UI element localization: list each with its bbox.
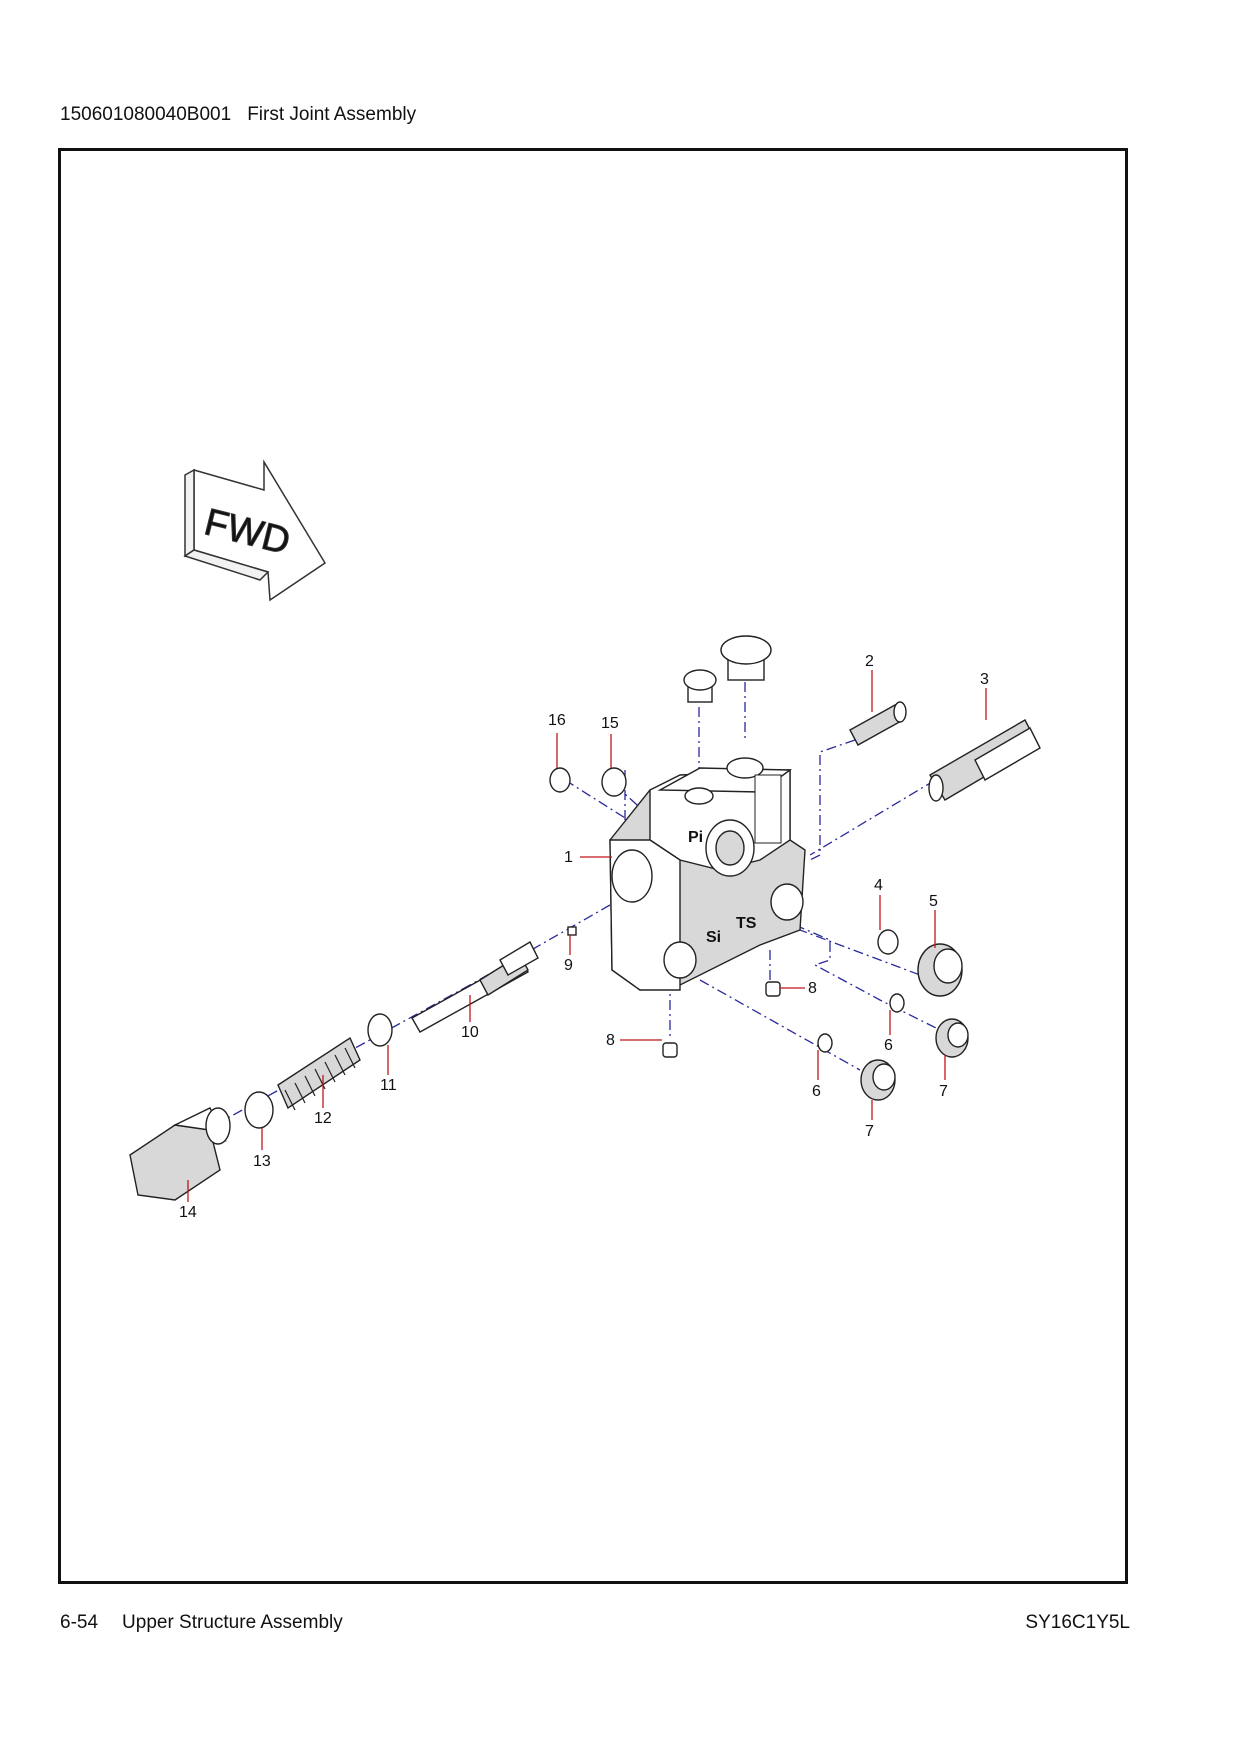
callout-1: 1 bbox=[564, 849, 573, 866]
port-label-si: Si bbox=[706, 929, 721, 946]
spool-10 bbox=[411, 941, 539, 1033]
callout-7-upper: 7 bbox=[939, 1083, 948, 1100]
callout-14: 14 bbox=[179, 1204, 197, 1221]
callout-6-upper: 6 bbox=[884, 1037, 893, 1054]
o-ring-6-lower bbox=[817, 1033, 833, 1053]
callout-8-upper: 8 bbox=[808, 980, 817, 997]
page-number: 6-54 bbox=[60, 1612, 99, 1633]
plug-7-upper bbox=[935, 1018, 969, 1058]
callout-16: 16 bbox=[548, 712, 566, 729]
plug-8-upper bbox=[765, 981, 781, 997]
model-code: SY16C1Y5L bbox=[1025, 1612, 1130, 1633]
port-label-ts: TS bbox=[736, 915, 757, 932]
plug-7-lower bbox=[860, 1059, 896, 1101]
part-number: 150601080040B001 bbox=[60, 104, 232, 125]
spring-12 bbox=[277, 1036, 361, 1111]
end-cap-14 bbox=[129, 1107, 231, 1201]
callout-12: 12 bbox=[314, 1110, 332, 1127]
top-plug-large bbox=[720, 635, 772, 681]
spring-seat-11 bbox=[367, 1013, 393, 1047]
top-plug-small bbox=[683, 669, 717, 703]
callout-13: 13 bbox=[253, 1153, 271, 1170]
o-ring-16 bbox=[549, 767, 571, 793]
check-valve-cartridge bbox=[849, 701, 907, 746]
o-ring-6-upper bbox=[889, 993, 905, 1013]
diagram-frame bbox=[58, 148, 1128, 1584]
callout-2: 2 bbox=[865, 653, 874, 670]
fwd-arrow-icon: FWD bbox=[183, 459, 327, 602]
callout-9: 9 bbox=[564, 957, 573, 974]
callout-4: 4 bbox=[874, 877, 883, 894]
small-pin-9 bbox=[567, 926, 577, 936]
callout-3: 3 bbox=[980, 671, 989, 688]
port-label-pi: Pi bbox=[688, 829, 703, 846]
o-ring-4 bbox=[877, 929, 899, 955]
assembly-title: First Joint Assembly bbox=[247, 104, 417, 125]
o-ring-13 bbox=[244, 1091, 274, 1129]
page-footer-left: 6-54 Upper Structure Assembly bbox=[60, 1612, 343, 1634]
o-ring-15 bbox=[601, 767, 627, 797]
callout-5: 5 bbox=[929, 893, 938, 910]
callout-8-lower: 8 bbox=[606, 1032, 615, 1049]
valve-body: Pi Si TS bbox=[609, 757, 806, 991]
callout-6-lower: 6 bbox=[812, 1083, 821, 1100]
plug-8-lower bbox=[662, 1042, 678, 1058]
callout-11: 11 bbox=[380, 1077, 397, 1094]
callout-leaders bbox=[187, 670, 987, 1202]
page-header: 150601080040B001 First Joint Assembly bbox=[60, 104, 416, 126]
callout-numbers: 1 2 3 4 5 6 6 7 7 8 8 9 10 11 12 13 14 1… bbox=[179, 653, 989, 1221]
callout-7-lower: 7 bbox=[865, 1123, 874, 1140]
section-title: Upper Structure Assembly bbox=[122, 1612, 343, 1633]
callout-10: 10 bbox=[461, 1024, 479, 1041]
relief-valve bbox=[928, 719, 1041, 802]
callout-15: 15 bbox=[601, 715, 619, 732]
plug-5 bbox=[917, 943, 963, 997]
